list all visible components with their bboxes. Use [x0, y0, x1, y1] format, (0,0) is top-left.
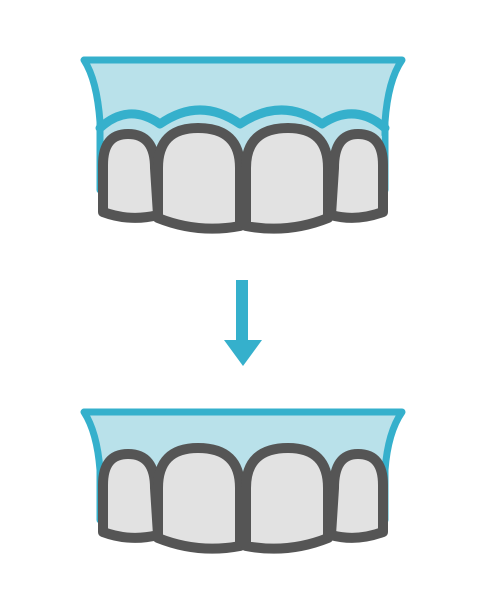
- tooth-left-incisor: [153, 123, 245, 234]
- tooth-right-incisor: [241, 443, 333, 554]
- arrow-head: [224, 340, 262, 366]
- tooth-left-canine: [98, 449, 163, 543]
- tooth-right-canine: [326, 129, 388, 223]
- tooth-left-incisor: [153, 443, 245, 554]
- teeth-before: [98, 123, 388, 234]
- arrow-shaft: [236, 280, 248, 340]
- arrow-down-icon: [224, 280, 262, 366]
- tooth-right-canine: [326, 449, 388, 543]
- teeth-after: [98, 443, 388, 554]
- after-illustration: [80, 408, 406, 554]
- tooth-right-incisor: [241, 123, 333, 234]
- before-illustration: [80, 56, 406, 234]
- tooth-left-canine: [98, 129, 163, 223]
- gum-before-scallop: [95, 105, 390, 133]
